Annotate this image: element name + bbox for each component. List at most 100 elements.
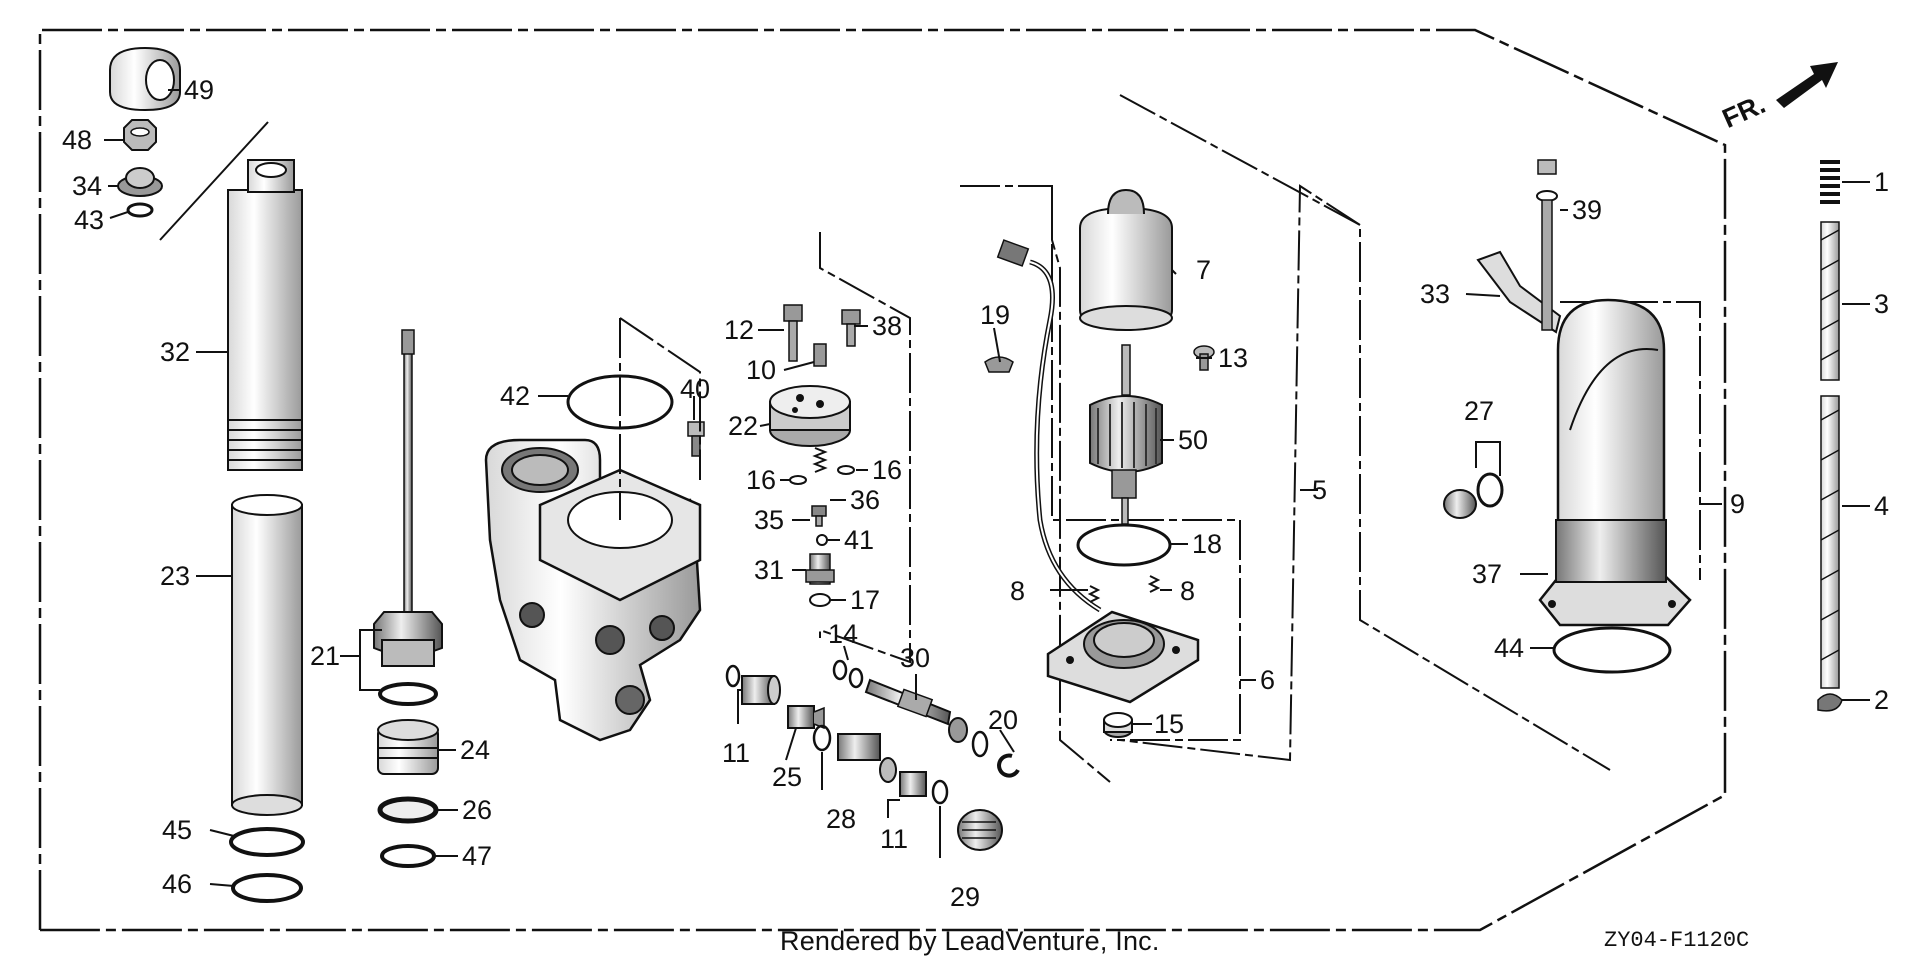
callout-38: 38 [872,311,902,341]
callout-labels: 1 2 3 4 5 6 7 8 8 9 10 11 11 12 13 14 15… [62,75,1889,912]
callout-31: 31 [754,555,784,585]
o-ring-part-14b [848,667,864,689]
callout-leaders [104,89,1870,887]
spool-part-28 [812,724,897,783]
spring-part-8a [1087,585,1101,603]
callout-14: 14 [828,619,858,649]
pin-part-10 [813,343,827,367]
plug-part-27 [1443,472,1504,519]
callout-25: 25 [772,762,802,792]
callout-12: 12 [724,315,754,345]
callout-9: 9 [1730,489,1745,519]
valve-part-11b [899,771,949,805]
screw-part-12 [783,304,803,362]
callout-32: 32 [160,337,190,367]
callout-18: 18 [1192,529,1222,559]
credit-text: Rendered by LeadVenture, Inc. [780,926,1160,956]
callout-47: 47 [462,841,492,871]
callout-42: 42 [500,381,530,411]
valve-block-part-22 [769,385,851,447]
callout-11b: 11 [880,824,908,854]
callout-24: 24 [460,735,490,765]
reservoir-part-9 [1538,298,1692,627]
front-marker-label: FR. [1718,89,1770,134]
callout-21: 21 [310,641,340,671]
callout-22: 22 [728,411,758,441]
callout-17: 17 [850,585,880,615]
callout-28: 28 [826,804,856,834]
piston-rod-part-21 [373,329,443,706]
screw-part-40 [687,421,705,457]
tube-part-23 [231,494,303,816]
spool-part-30 [864,678,968,743]
callout-6: 6 [1260,665,1275,695]
clip-part-2 [1817,693,1843,712]
guide-lines [619,94,1701,783]
screw-part-38 [841,309,861,347]
cylinder-part-32 [159,121,303,471]
o-ring-part-18 [1076,523,1172,567]
spring-part-36 [812,447,828,473]
ring-part-46 [231,873,303,903]
o-ring-part-11a [725,664,741,688]
o-ring-part-14a [832,659,848,681]
callout-26: 26 [462,795,492,825]
o-ring-part-16b [837,465,855,475]
rod-part-3 [1820,221,1840,381]
bracket-part-33 [1476,250,1562,334]
valve-part-11a [741,675,781,705]
callout-34: 34 [72,171,102,201]
ring-part-26 [377,796,439,824]
ring-part-43 [126,202,154,218]
callout-49: 49 [184,75,214,105]
spool-part-25 [787,705,825,730]
front-arrow-icon: FR. [1718,62,1838,134]
bolt-part-35 [811,505,827,527]
screw-part-13 [1193,345,1215,371]
o-ring-part-16a [789,475,807,485]
o-ring-part-44 [1552,626,1672,674]
callout-5: 5 [1312,475,1327,505]
callout-39: 39 [1572,195,1602,225]
callout-45: 45 [162,815,192,845]
callout-40: 40 [680,374,710,404]
callout-13: 13 [1218,343,1248,373]
o-ring-part-17 [809,593,831,607]
clip-part-20 [997,753,1020,778]
spring-part-8b [1147,575,1161,593]
bolt-part-39 [1536,159,1558,331]
ring-part-45 [229,827,305,857]
callout-2: 2 [1874,685,1889,715]
brush-plate-part-6 [1046,610,1200,704]
callout-8a: 8 [1010,576,1025,606]
ring-part-47 [380,844,436,868]
bushing-part-15 [1103,712,1133,738]
callout-8b: 8 [1180,576,1195,606]
callout-41: 41 [844,525,874,555]
callout-48: 48 [62,125,92,155]
callout-10: 10 [746,355,776,385]
plug-part-29 [957,809,1003,851]
callout-33: 33 [1420,279,1450,309]
callout-11a: 11 [722,738,750,768]
callout-30: 30 [900,643,930,673]
callout-29: 29 [950,882,980,912]
callout-16b: 16 [872,455,902,485]
callout-15: 15 [1154,709,1184,739]
cap-part-49 [109,46,181,112]
rod-part-4 [1820,395,1840,689]
armature-part-50 [1089,344,1163,525]
diagram-code: ZY04-F1120C [1604,928,1750,953]
pump-body-part [484,438,702,742]
spring-part-1 [1820,160,1840,204]
wire-harness-part-19 [984,239,1102,613]
assembly-frame [38,28,1727,932]
callout-46: 46 [162,869,192,899]
motor-part-7 [1079,188,1173,331]
nut-part-48 [123,119,157,151]
callout-50: 50 [1178,425,1208,455]
washer-part-34 [117,167,163,197]
callout-35: 35 [754,505,784,535]
callout-36: 36 [850,485,880,515]
callout-3: 3 [1874,289,1889,319]
